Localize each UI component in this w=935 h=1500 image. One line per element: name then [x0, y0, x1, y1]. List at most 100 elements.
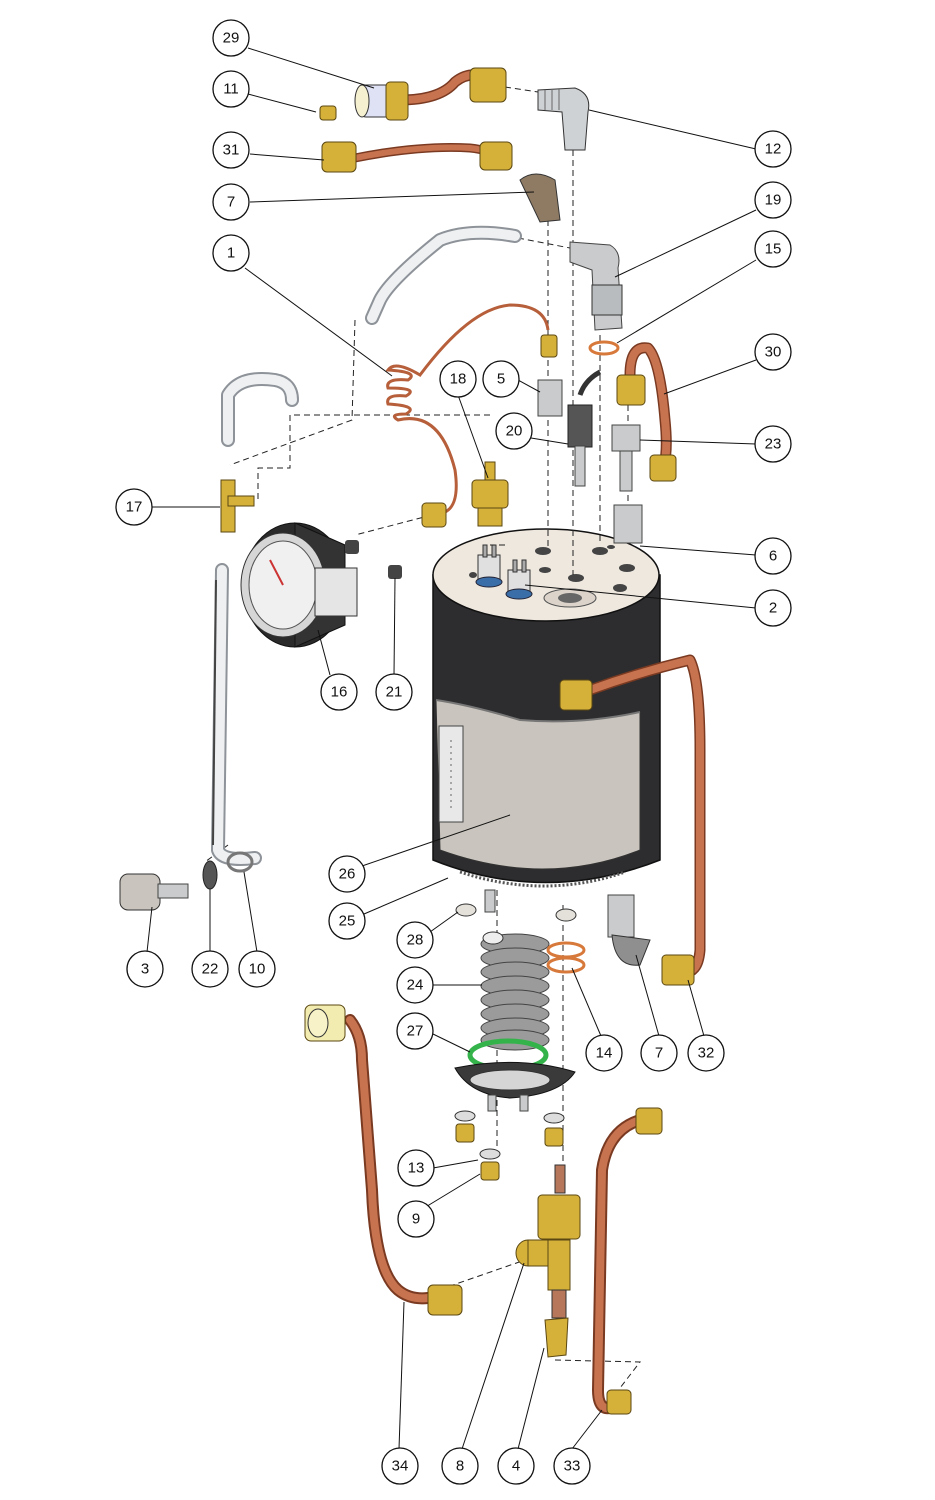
callout-6: 6 — [754, 537, 792, 575]
gaskets-14 — [546, 941, 586, 974]
callout-9: 9 — [397, 1200, 435, 1238]
svg-text:25: 25 — [339, 913, 356, 930]
elbow-7-top — [519, 173, 561, 223]
drain-cap-3 — [119, 873, 189, 911]
svg-text:10: 10 — [249, 961, 266, 978]
callout-27: 27 — [396, 1012, 434, 1050]
pipe-34 — [344, 1014, 434, 1305]
fitting-5 — [537, 334, 563, 417]
callout-4: 4 — [497, 1447, 535, 1485]
fitting-6 — [613, 504, 643, 544]
elbow-12 — [537, 87, 590, 151]
svg-text:30: 30 — [765, 344, 782, 361]
fitting-23 — [611, 424, 641, 492]
callout-21: 21 — [375, 673, 413, 711]
thermostats — [475, 544, 533, 600]
elbow-4 — [544, 1317, 569, 1358]
svg-text:29: 29 — [223, 30, 240, 47]
elbow-7-bottom — [607, 894, 651, 966]
callout-20: 20 — [495, 412, 533, 450]
callout-7-top: 7 — [212, 183, 250, 221]
boiler-body — [432, 528, 661, 888]
callout-17: 17 — [115, 488, 153, 526]
nut-34 — [304, 1004, 463, 1316]
callout-19: 19 — [754, 181, 792, 219]
callout-23: 23 — [754, 425, 792, 463]
callout-11: 11 — [212, 70, 250, 108]
callout-15: 15 — [754, 230, 792, 268]
svg-text:14: 14 — [596, 1045, 613, 1062]
svg-text:27: 27 — [407, 1023, 424, 1040]
svg-text:5: 5 — [497, 371, 505, 388]
nut-22 — [202, 860, 218, 890]
svg-text:32: 32 — [698, 1045, 715, 1062]
nut-21 — [388, 565, 402, 579]
svg-text:33: 33 — [564, 1458, 581, 1475]
svg-text:16: 16 — [331, 684, 348, 701]
nut-33 — [606, 1107, 663, 1415]
callout-24: 24 — [396, 966, 434, 1004]
pipe-30 — [624, 342, 672, 471]
svg-text:12: 12 — [765, 141, 782, 158]
callout-28: 28 — [396, 921, 434, 959]
callout-33: 33 — [553, 1447, 591, 1485]
pipe-33 — [592, 1114, 646, 1415]
capillary-coil-1 — [385, 303, 550, 514]
svg-text:19: 19 — [765, 192, 782, 209]
callout-5: 5 — [482, 360, 520, 398]
callout-26: 26 — [328, 855, 366, 893]
callout-30: 30 — [754, 333, 792, 371]
callout-34: 34 — [381, 1447, 419, 1485]
gasket-15 — [588, 340, 620, 356]
callout-8: 8 — [441, 1447, 479, 1485]
svg-text:23: 23 — [765, 436, 782, 453]
svg-text:3: 3 — [141, 961, 149, 978]
svg-text:9: 9 — [412, 1211, 420, 1228]
leader-lines — [146, 47, 757, 1450]
svg-text:22: 22 — [202, 961, 219, 978]
callout-22: 22 — [191, 950, 229, 988]
tee-17 — [220, 479, 255, 533]
callout-12: 12 — [754, 130, 792, 168]
callout-32: 32 — [687, 1034, 725, 1072]
svg-text:26: 26 — [339, 866, 356, 883]
pipe-32 — [584, 654, 706, 978]
pipe-31 — [350, 142, 505, 163]
callout-18: 18 — [439, 360, 477, 398]
boiler-lid-ports — [469, 545, 635, 608]
svg-text:31: 31 — [223, 142, 240, 159]
svg-text:28: 28 — [407, 932, 424, 949]
element-flange — [454, 1061, 576, 1112]
svg-text:7: 7 — [655, 1045, 663, 1062]
nuts-washers-9-13 — [454, 1110, 565, 1181]
svg-text:4: 4 — [512, 1458, 520, 1475]
svg-text:1: 1 — [227, 245, 235, 262]
svg-text:20: 20 — [506, 423, 523, 440]
clamp-10 — [226, 851, 254, 873]
svg-text:15: 15 — [765, 241, 782, 258]
fitting-18 — [471, 461, 509, 527]
callout-16: 16 — [320, 673, 358, 711]
callout-13: 13 — [397, 1149, 435, 1187]
svg-text:18: 18 — [450, 371, 467, 388]
assembly-lines — [204, 86, 641, 1389]
callout-25: 25 — [328, 902, 366, 940]
callout-7-bottom: 7 — [640, 1034, 678, 1072]
callouts: 29 11 31 7 1 12 19 15 30 18 5 20 23 17 6… — [115, 19, 792, 1485]
callout-31: 31 — [212, 131, 250, 169]
sensor-20 — [567, 369, 602, 487]
svg-text:34: 34 — [392, 1458, 409, 1475]
svg-text:24: 24 — [407, 977, 424, 994]
callout-3: 3 — [126, 950, 164, 988]
nut-1 — [421, 502, 447, 528]
valve-19 — [569, 241, 623, 331]
svg-text:7: 7 — [227, 194, 235, 211]
svg-text:6: 6 — [769, 548, 777, 565]
svg-text:2: 2 — [769, 600, 777, 617]
callout-10: 10 — [238, 950, 276, 988]
svg-text:21: 21 — [386, 684, 403, 701]
svg-text:8: 8 — [456, 1458, 464, 1475]
nut-30 — [616, 374, 677, 482]
nut-11 — [319, 105, 337, 121]
